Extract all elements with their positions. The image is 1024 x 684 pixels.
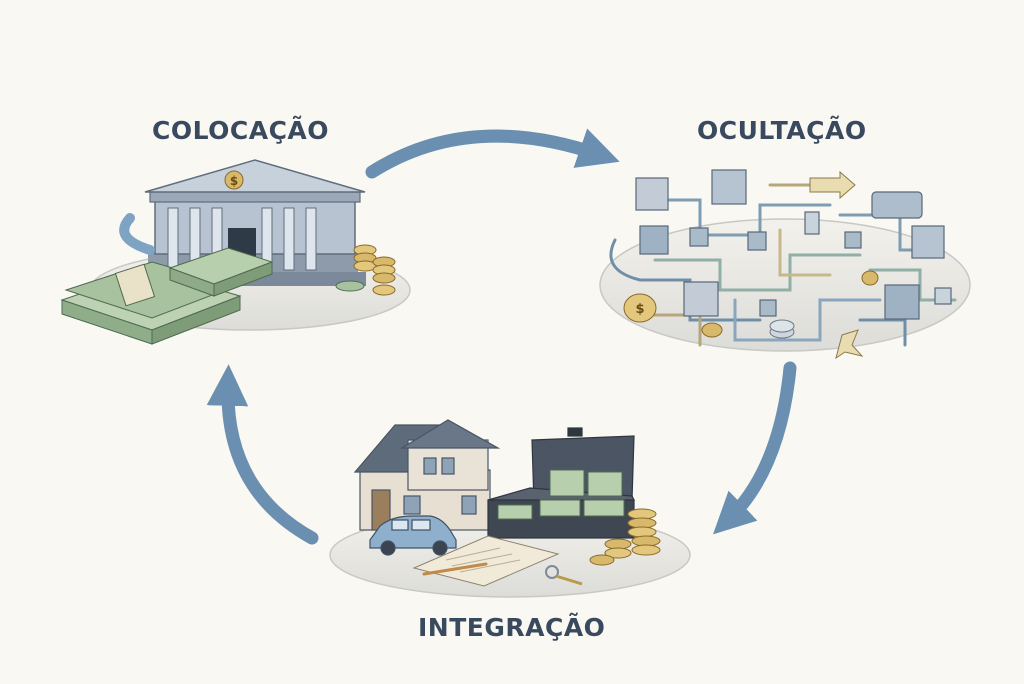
stage-label-colocacao: COLOCAÇÃO (152, 116, 330, 145)
stage-label-ocultacao: OCULTAÇÃO (697, 116, 867, 145)
bank-dollar-symbol: $ (230, 174, 238, 188)
maze-coins: $ (623, 270, 879, 339)
maze-paths (609, 183, 957, 347)
documents-and-keys (412, 535, 583, 587)
integracao-illustration (329, 419, 691, 598)
coin-stack-integracao (589, 508, 661, 566)
stage-label-integracao: INTEGRAÇÃO (418, 613, 606, 642)
ocultacao-illustration: $ (599, 169, 971, 360)
maze-figure (835, 329, 864, 360)
arrow-colocacao-to-ocultacao (365, 128, 620, 179)
cash-stacks (60, 247, 274, 345)
maze-nodes (635, 169, 952, 320)
coin-stack-colocacao (335, 244, 396, 296)
briefcase (487, 427, 635, 539)
arrow-ocultacao-to-integracao (713, 361, 797, 535)
colocacao-illustration: $ (60, 159, 411, 345)
car (369, 515, 457, 556)
maze-arrow-marker (809, 170, 856, 200)
ocultacao-plate (599, 218, 971, 352)
house (353, 419, 501, 531)
arrow-integracao-to-colocacao (206, 364, 319, 545)
maze-coin-dollar-symbol: $ (635, 302, 644, 317)
